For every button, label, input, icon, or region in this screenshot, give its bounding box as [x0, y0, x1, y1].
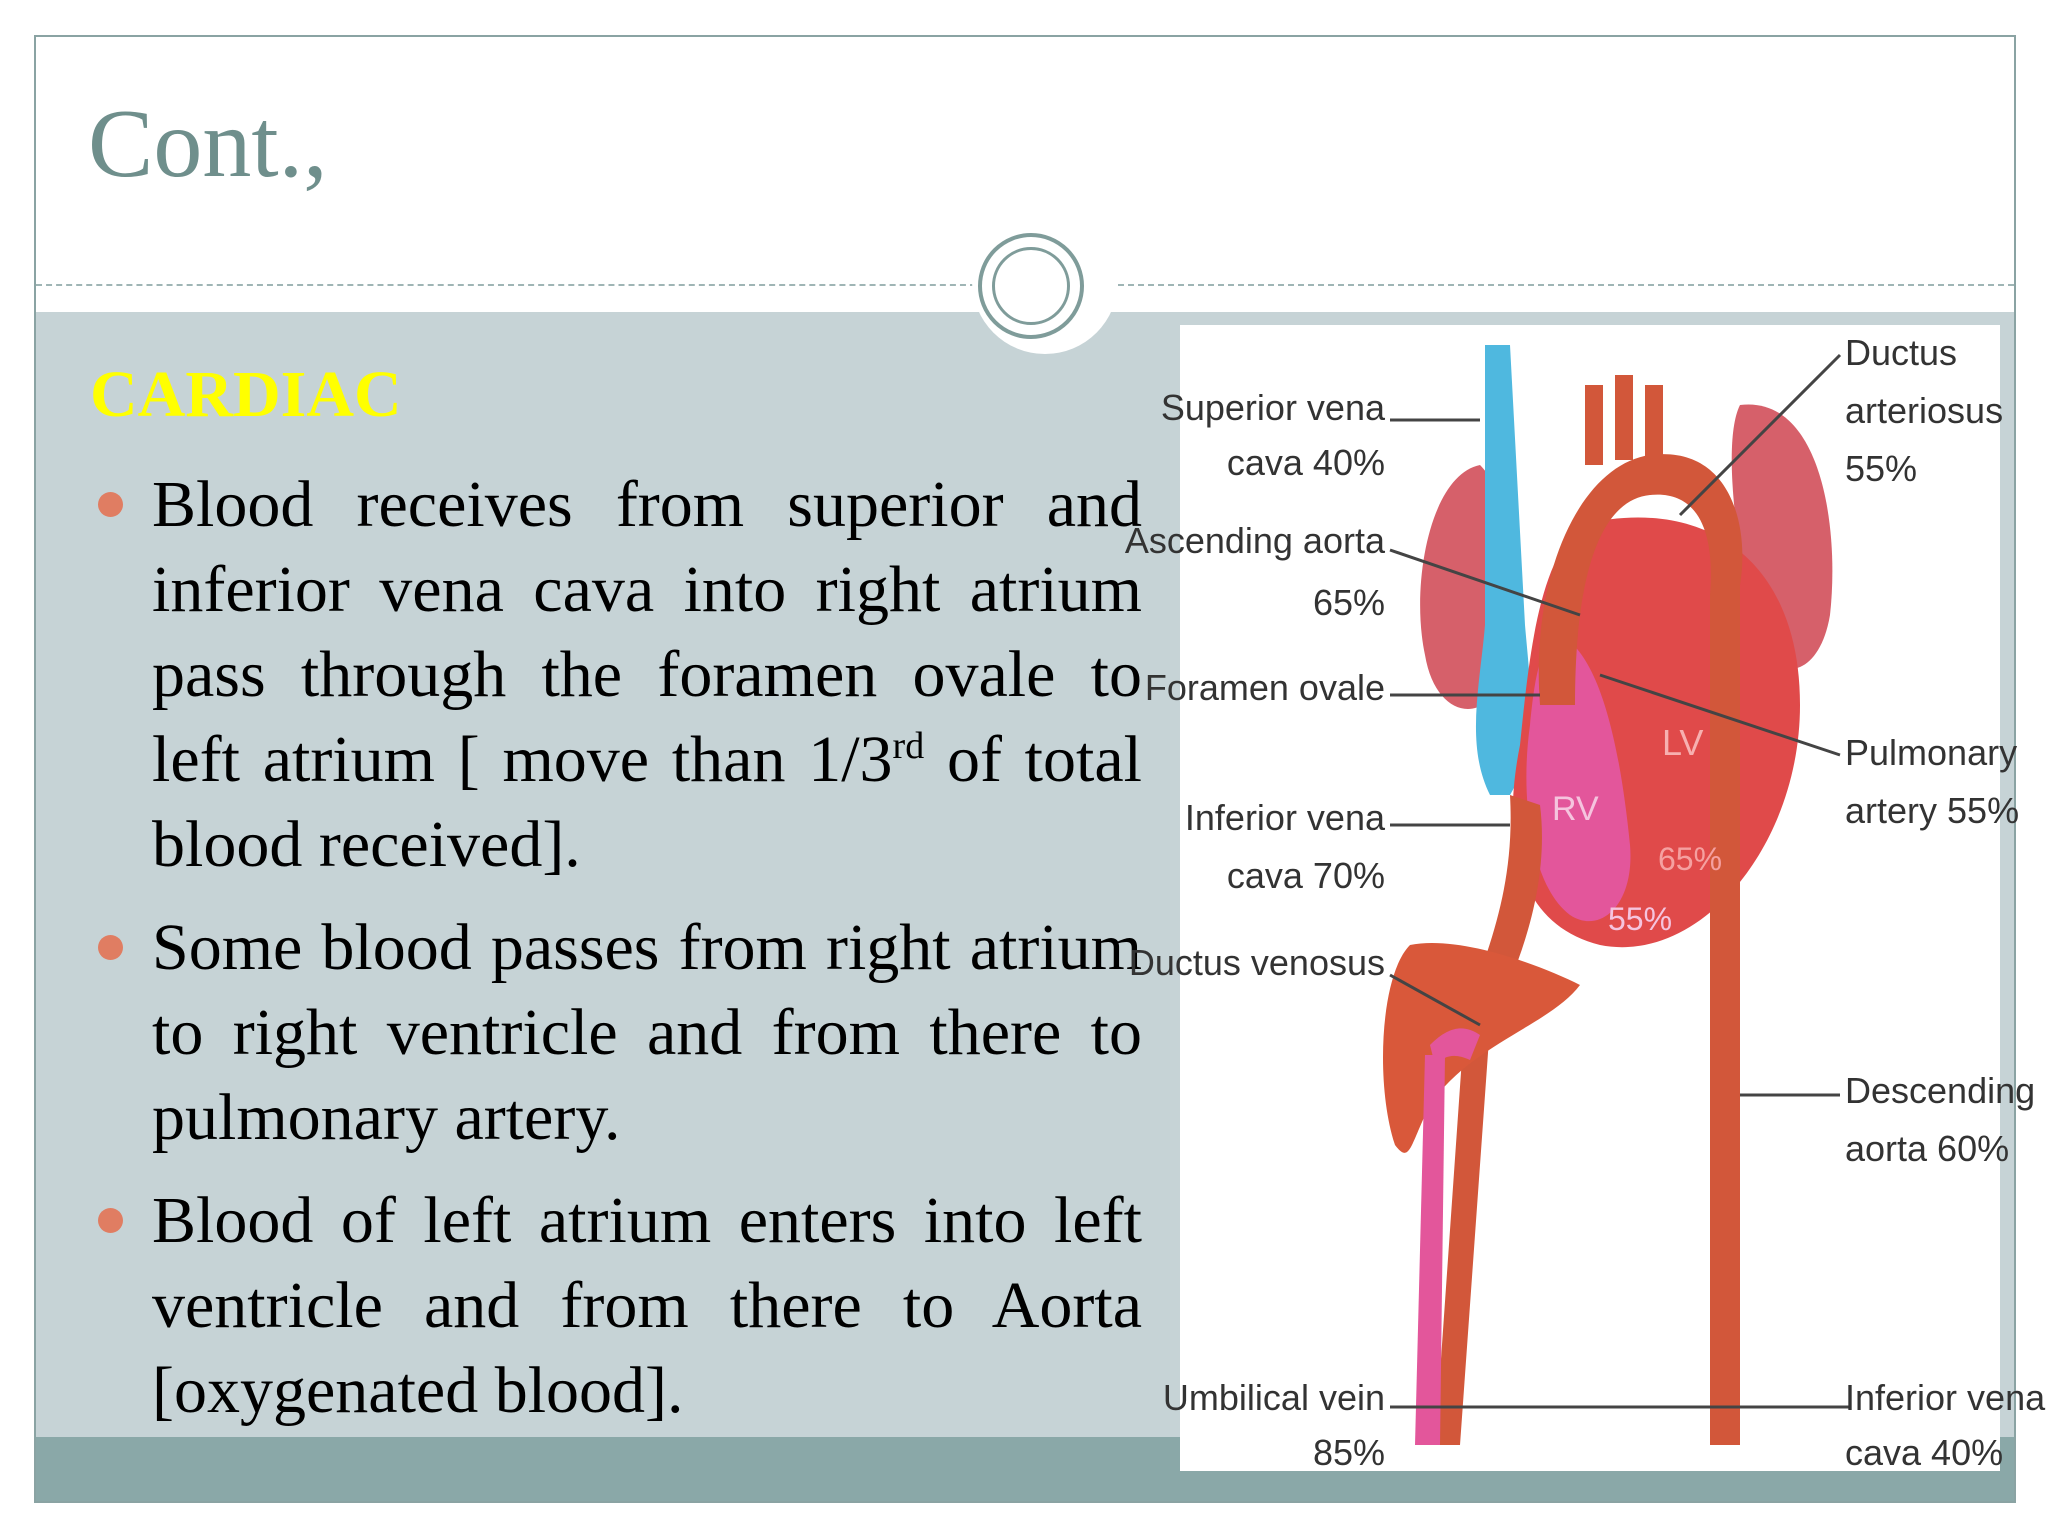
aortic-arch-shape: [1538, 454, 1743, 1445]
leader-line: [1678, 353, 1842, 517]
label-descending-aorta-1: Descending: [1845, 1070, 2035, 1111]
label-umbilical-vein-1: Umbilical vein: [1163, 1377, 1385, 1418]
label-ductus-arteriosus-3: 55%: [1845, 448, 1917, 489]
label-ascending-aorta-1: Ascending aorta: [1125, 520, 1386, 561]
right-ventricle-shape: [1526, 635, 1631, 922]
ring-icon: [978, 233, 1084, 339]
label-inferior-vena-cava-r1: Inferior vena: [1845, 1377, 2046, 1418]
leader-line: [1389, 548, 1581, 617]
arch-branch-2: [1615, 375, 1633, 460]
bullet-text-tail: of total blood received].: [152, 723, 1142, 881]
label-superior-vena-cava-2: cava 40%: [1227, 442, 1385, 483]
bullet-text: Blood receives from superior and inferio…: [152, 468, 1142, 796]
label-ductus-arteriosus-1: Ductus: [1845, 332, 1957, 373]
label-ductus-venosus: Ductus venosus: [1129, 942, 1385, 983]
arch-branch-3: [1645, 385, 1663, 465]
umbilical-vein-shape: [1415, 1055, 1445, 1445]
leader-line: [1389, 973, 1481, 1027]
divider-left: [36, 284, 976, 286]
bullet-list: Blood receives from superior and inferio…: [90, 462, 1142, 1451]
label-foramen-ovale: Foramen ovale: [1145, 667, 1385, 708]
rv-percent: 55%: [1608, 901, 1672, 937]
label-ductus-arteriosus-2: arteriosus: [1845, 390, 2003, 431]
rv-label: RV: [1552, 790, 1599, 828]
label-superior-vena-cava-1: Superior vena: [1161, 387, 1386, 428]
label-pulmonary-artery-2: artery 55%: [1845, 790, 2019, 831]
lv-percent: 65%: [1658, 841, 1722, 877]
bullet-dot-icon: [98, 935, 123, 960]
ductus-venosus-shape: [1430, 1028, 1480, 1065]
divider-right: [1098, 284, 2014, 286]
label-inferior-vena-cava-r2: cava 40%: [1845, 1432, 2003, 1473]
circulation-svg: RV LV 65% 55% Superior vena cava 40% Asc…: [1125, 332, 2046, 1473]
label-umbilical-vein-2: 85%: [1313, 1432, 1385, 1473]
leader-line: [1599, 673, 1841, 757]
section-heading: CARDIAC: [90, 358, 402, 431]
bullet-superscript: rd: [892, 725, 925, 767]
label-pulmonary-artery-1: Pulmonary: [1845, 732, 2017, 773]
bullet-dot-icon: [98, 492, 123, 517]
inferior-vena-cava-shape: [1435, 795, 1542, 1445]
lv-label: LV: [1662, 722, 1703, 763]
label-inferior-vena-cava-2: cava 70%: [1227, 855, 1385, 896]
bullet-dot-icon: [98, 1208, 123, 1233]
bullet-item: Blood of left atrium enters into left ve…: [90, 1178, 1142, 1433]
label-ascending-aorta-2: 65%: [1313, 582, 1385, 623]
ring-inner: [992, 247, 1070, 325]
slide-title: Cont.,: [88, 90, 328, 198]
superior-vena-cava-shape: [1475, 345, 1531, 795]
fetal-circulation-diagram: RV LV 65% 55% Superior vena cava 40% Asc…: [1125, 325, 2046, 1473]
label-descending-aorta-2: aorta 60%: [1845, 1128, 2009, 1169]
bullet-item: Blood receives from superior and inferio…: [90, 462, 1142, 887]
bullet-item: Some blood passes from right atrium to r…: [90, 905, 1142, 1160]
bullet-text: Some blood passes from right atrium to r…: [152, 911, 1142, 1154]
arch-branch-1: [1585, 385, 1603, 465]
label-inferior-vena-cava-1: Inferior vena: [1185, 797, 1386, 838]
bullet-text: Blood of left atrium enters into left ve…: [152, 1184, 1142, 1427]
